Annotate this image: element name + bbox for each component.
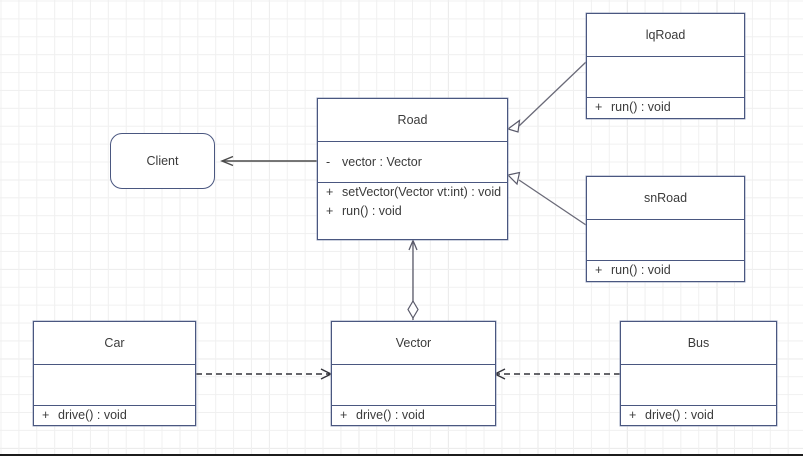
node-bus-name: Bus — [621, 322, 776, 365]
node-snroad-attributes — [587, 220, 744, 261]
node-lqroad-attributes — [587, 57, 744, 98]
node-bus-attributes — [621, 365, 776, 406]
operation-row: + drive() : void — [42, 406, 195, 425]
member-text: drive() : void — [356, 408, 425, 422]
member-text: setVector(Vector vt:int) : void — [342, 185, 502, 199]
node-vector-attributes — [332, 365, 495, 406]
edge-bus-to-vector[interactable] — [493, 368, 620, 380]
node-car-operations: + drive() : void — [34, 406, 195, 425]
attribute-row: -vector : Vector — [326, 153, 507, 172]
visibility-marker: + — [326, 185, 334, 199]
edge-lqroad-to-road[interactable] — [506, 61, 587, 133]
operation-row: + run() : void — [595, 98, 744, 117]
node-road-name: Road — [318, 99, 507, 142]
node-lqroad[interactable]: lqRoad + run() : void — [586, 13, 745, 119]
visibility-marker: + — [340, 408, 348, 422]
visibility-marker: + — [42, 408, 50, 422]
node-client[interactable]: Client — [110, 133, 215, 189]
node-road[interactable]: Road -vector : Vector + setVector(Vector … — [317, 98, 508, 240]
visibility-marker: + — [595, 100, 603, 114]
edge-road-to-client[interactable] — [220, 155, 317, 167]
visibility-marker: + — [629, 408, 637, 422]
node-client-label: Client — [146, 154, 179, 168]
edge-road-to-vector[interactable] — [407, 238, 419, 320]
operation-row: + setVector(Vector vt:int) : void — [326, 183, 507, 202]
node-lqroad-name: lqRoad — [587, 14, 744, 57]
node-vector-operations: + drive() : void — [332, 406, 495, 425]
operation-row: + run() : void — [326, 202, 507, 221]
member-text: run() : void — [342, 204, 402, 218]
node-car-attributes — [34, 365, 195, 406]
node-lqroad-operations: + run() : void — [587, 98, 744, 117]
node-vector-name: Vector — [332, 322, 495, 365]
node-road-attributes: -vector : Vector — [318, 142, 507, 183]
visibility-marker: + — [326, 204, 334, 218]
operation-row: + run() : void — [595, 261, 744, 280]
visibility-marker: - — [326, 154, 331, 169]
member-text: vector : Vector — [342, 154, 422, 169]
node-vector[interactable]: Vector + drive() : void — [331, 321, 496, 426]
edge-car-to-vector[interactable] — [196, 368, 333, 380]
node-bus[interactable]: Bus + drive() : void — [620, 321, 777, 426]
member-text: run() : void — [611, 263, 671, 277]
edge-snroad-to-road[interactable] — [506, 171, 587, 226]
member-text: drive() : void — [645, 408, 714, 422]
node-road-operations: + setVector(Vector vt:int) : void + run() … — [318, 183, 507, 221]
node-snroad[interactable]: snRoad + run() : void — [586, 176, 745, 282]
member-text: drive() : void — [58, 408, 127, 422]
member-text: run() : void — [611, 100, 671, 114]
node-snroad-operations: + run() : void — [587, 261, 744, 280]
node-snroad-name: snRoad — [587, 177, 744, 220]
visibility-marker: + — [595, 263, 603, 277]
node-car-name: Car — [34, 322, 195, 365]
operation-row: + drive() : void — [629, 406, 776, 425]
operation-row: + drive() : void — [340, 406, 495, 425]
node-car[interactable]: Car + drive() : void — [33, 321, 196, 426]
page-bottom-border — [0, 454, 803, 456]
node-bus-operations: + drive() : void — [621, 406, 776, 425]
